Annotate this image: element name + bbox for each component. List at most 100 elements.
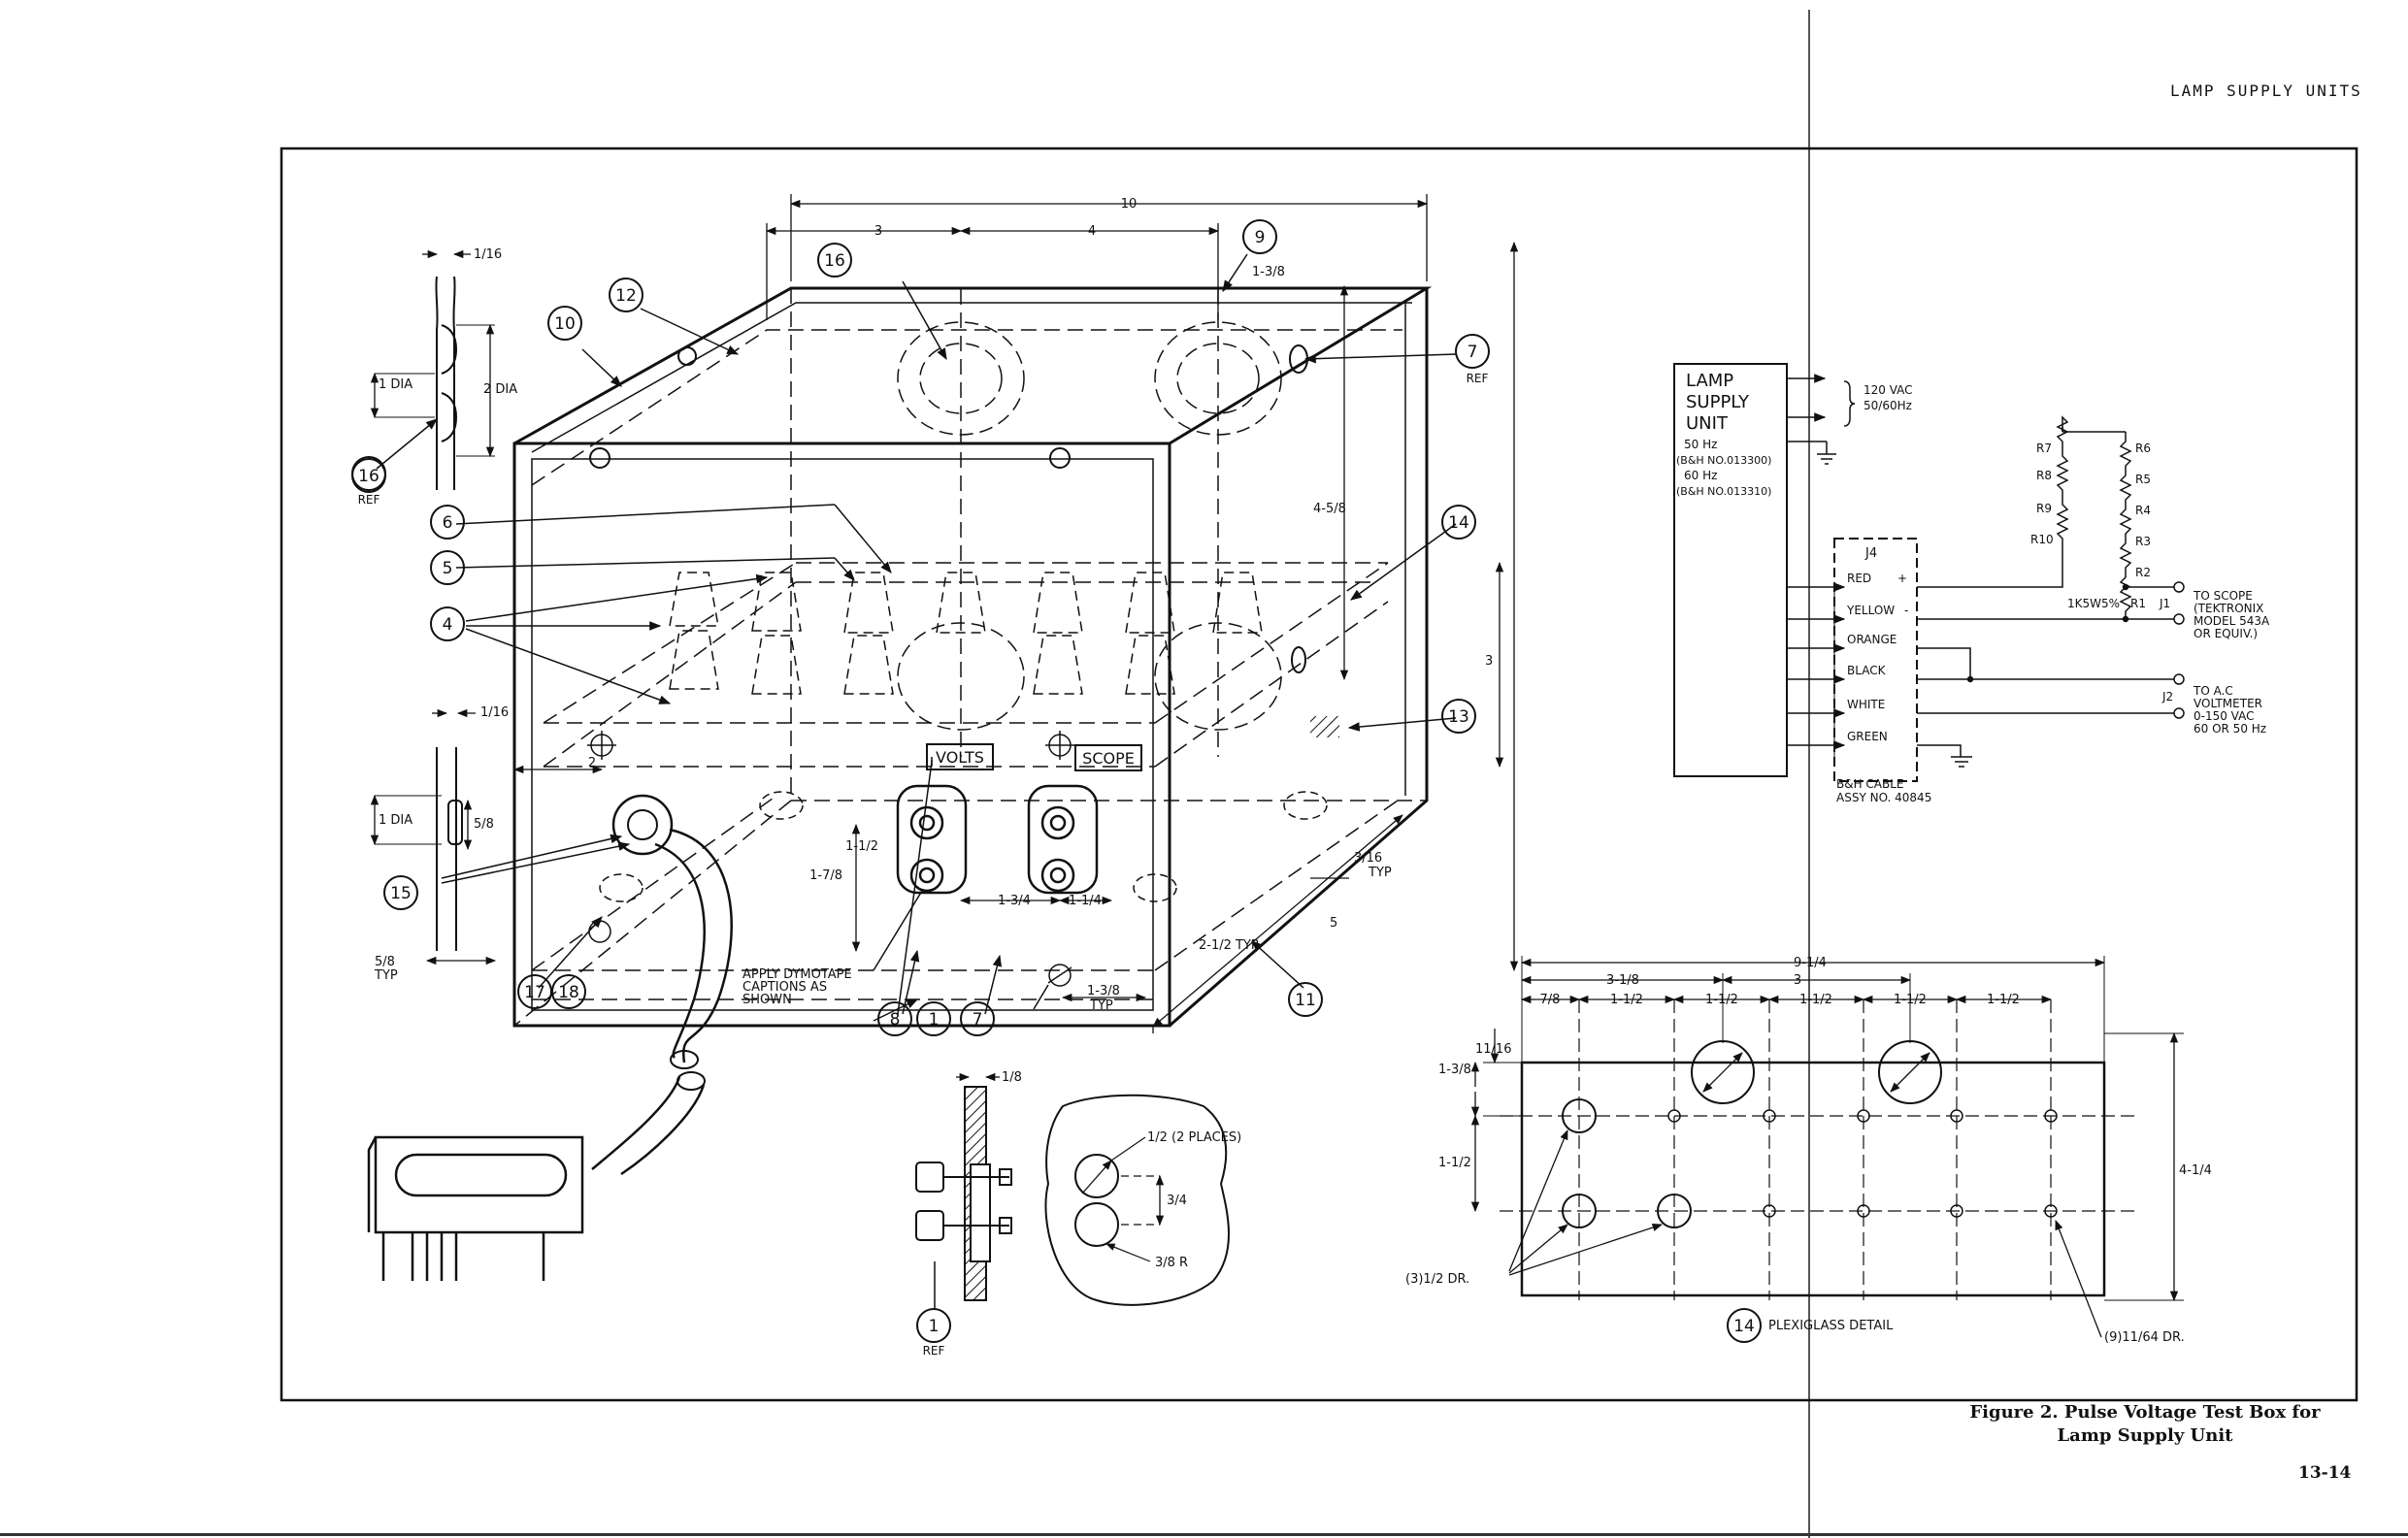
dim-2-1-2-typ: 2-1/2 TYP bbox=[1199, 938, 1259, 953]
figure-caption: Figure 2. Pulse Voltage Test Box for Lam… bbox=[1941, 1401, 2349, 1448]
scope-label-box bbox=[1074, 744, 1142, 771]
r9: R9 bbox=[2036, 502, 2052, 515]
bp-dim-3-4: 3/4 bbox=[1167, 1194, 1187, 1208]
page-number: 13-14 bbox=[2298, 1463, 2352, 1483]
wire-black: BLACK bbox=[1847, 664, 1887, 677]
box-dimension-lines bbox=[425, 194, 1519, 1033]
bp-dim-1-8: 1/8 bbox=[1002, 1070, 1022, 1085]
bh-60: (B&H NO.013310) bbox=[1676, 485, 1771, 498]
px-holes-small: (9)11/64 DR. bbox=[2104, 1330, 2185, 1345]
px-11-16: 11/16 bbox=[1475, 1042, 1511, 1057]
dim-1-3-8-top: 1-3/8 bbox=[1252, 265, 1285, 279]
box-view-text: 16 12 10 9 7 REF 6 5 4 14 13 15 17 18 8 … bbox=[374, 197, 1493, 1030]
bp-half-2places: 1/2 (2 PLACES) bbox=[1147, 1130, 1241, 1145]
grommet-ref: REF bbox=[358, 493, 380, 507]
leader-lines bbox=[441, 253, 1457, 1022]
vm-line-3: 0-150 VAC bbox=[2194, 709, 2255, 723]
bp-dim-3-8r: 3/8 R bbox=[1155, 1256, 1188, 1270]
callout-4: 4 bbox=[443, 615, 453, 635]
vm-line-2: VOLTMETER bbox=[2194, 697, 2262, 710]
r5: R5 bbox=[2135, 473, 2151, 486]
callout-12: 12 bbox=[615, 286, 637, 306]
r4: R4 bbox=[2135, 504, 2151, 517]
wire-yellow: YELLOW bbox=[1846, 604, 1895, 617]
px-3-1-8: 3-1/8 bbox=[1606, 973, 1639, 988]
caption-line-1: Figure 2. Pulse Voltage Test Box for bbox=[1969, 1402, 2321, 1423]
dim-1-3-8-typ: 1-3/8 bbox=[1087, 984, 1120, 998]
fold-line bbox=[1808, 10, 1810, 1538]
caption-line-2: Lamp Supply Unit bbox=[2057, 1425, 2233, 1446]
r1-value: 1K5W5% bbox=[2067, 597, 2120, 610]
px-1-1-2-d: 1-1/2 bbox=[1894, 993, 1927, 1007]
callout-14: 14 bbox=[1448, 513, 1469, 533]
unit-line-1: LAMP bbox=[1686, 371, 1733, 391]
dim-3-side: 3 bbox=[1485, 654, 1493, 669]
plexiglass-text: 9-1/4 3-1/8 3 7/8 1-1/2 1-1/2 1-1/2 1-1/… bbox=[1405, 956, 2212, 1345]
cable-line-2: ASSY NO. 40845 bbox=[1836, 791, 1931, 804]
callout-7-top: 7 bbox=[1468, 343, 1478, 362]
px-7-8: 7/8 bbox=[1540, 993, 1561, 1007]
wire-green: GREEN bbox=[1847, 730, 1888, 743]
box-front-inner bbox=[531, 458, 1154, 1011]
lamp-supply-unit-box bbox=[1673, 363, 1788, 777]
px-1-3-8: 1-3/8 bbox=[1438, 1063, 1471, 1077]
volts-label: VOLTS bbox=[936, 748, 984, 767]
dim-10: 10 bbox=[1121, 197, 1138, 212]
box-front-face bbox=[512, 442, 1171, 1028]
callout-circles bbox=[351, 219, 1490, 1036]
grommet-dim-1-16: 1/16 bbox=[474, 247, 502, 262]
j4-label: J4 bbox=[1864, 546, 1877, 561]
hidden-edges bbox=[513, 288, 1427, 1027]
schematic-text: LAMP SUPPLY UNIT 50 Hz (B&H NO.013300) 6… bbox=[1676, 371, 2270, 804]
grommet-callout-16: 16 bbox=[358, 467, 379, 486]
r3: R3 bbox=[2135, 535, 2151, 548]
dim-4: 4 bbox=[1088, 224, 1096, 239]
j1: J1 bbox=[2159, 597, 2170, 610]
callout-16: 16 bbox=[824, 251, 845, 271]
bp-callout-1: 1 bbox=[929, 1317, 940, 1336]
ac-volts: 120 VAC bbox=[1864, 383, 1913, 397]
px-callout-14: 14 bbox=[1733, 1317, 1755, 1336]
px-9-1-4: 9-1/4 bbox=[1794, 956, 1827, 970]
dim-3-16-typ: TYP bbox=[1368, 866, 1392, 880]
dim-5-8-typ: 5/8 bbox=[375, 955, 395, 969]
scope-line-4: OR EQUIV.) bbox=[2194, 627, 2258, 640]
px-1-1-2-b: 1-1/2 bbox=[1705, 993, 1738, 1007]
box-top-face bbox=[513, 286, 1433, 445]
dim-3: 3 bbox=[874, 224, 882, 239]
callout-13: 13 bbox=[1448, 707, 1469, 727]
resistor-ladder bbox=[2056, 415, 2132, 619]
px-title: PLEXIGLASS DETAIL bbox=[1768, 1319, 1894, 1333]
wire-red: RED bbox=[1847, 572, 1871, 585]
ref-7: REF bbox=[1467, 372, 1489, 385]
box-isometric-view bbox=[367, 194, 1519, 1281]
bottom-rule bbox=[0, 1533, 2408, 1536]
apply-note-1: APPLY DYMOTAPE bbox=[742, 967, 852, 982]
grommet-dia-2: 2 DIA bbox=[483, 382, 517, 397]
cable-plug bbox=[367, 1135, 584, 1281]
ac-freq: 50/60Hz bbox=[1864, 399, 1912, 412]
resistor-detail bbox=[370, 708, 476, 951]
plexiglass-panel bbox=[1520, 1061, 2106, 1297]
volts-binding-posts bbox=[896, 784, 968, 895]
callout-7-bottom: 7 bbox=[973, 1010, 983, 1030]
wire-orange: ORANGE bbox=[1847, 633, 1897, 646]
callout-15: 15 bbox=[390, 884, 412, 903]
scope-binding-posts bbox=[1027, 784, 1099, 895]
r10: R10 bbox=[2030, 533, 2054, 546]
dim-4-5-8: 4-5/8 bbox=[1313, 502, 1346, 516]
apply-note-2: CAPTIONS AS bbox=[742, 980, 827, 995]
dim-2: 2 bbox=[588, 756, 596, 770]
cable-line-1: B&H CABLE bbox=[1836, 777, 1904, 791]
r2: R2 bbox=[2135, 566, 2151, 579]
px-holes-half: (3)1/2 DR. bbox=[1405, 1272, 1469, 1287]
wire-yellow-minus: - bbox=[1904, 604, 1908, 617]
vm-line-4: 60 OR 50 Hz bbox=[2194, 722, 2266, 736]
dim-1-1-4: 1-1/4 bbox=[1069, 894, 1102, 908]
resistor-dim-5-8: 5/8 bbox=[474, 817, 494, 832]
schematic bbox=[1673, 363, 2185, 782]
resistor-dim-1-16: 1/16 bbox=[480, 705, 509, 720]
r8: R8 bbox=[2036, 469, 2052, 482]
callout-9: 9 bbox=[1255, 228, 1266, 247]
freq-60: 60 Hz bbox=[1684, 469, 1717, 482]
